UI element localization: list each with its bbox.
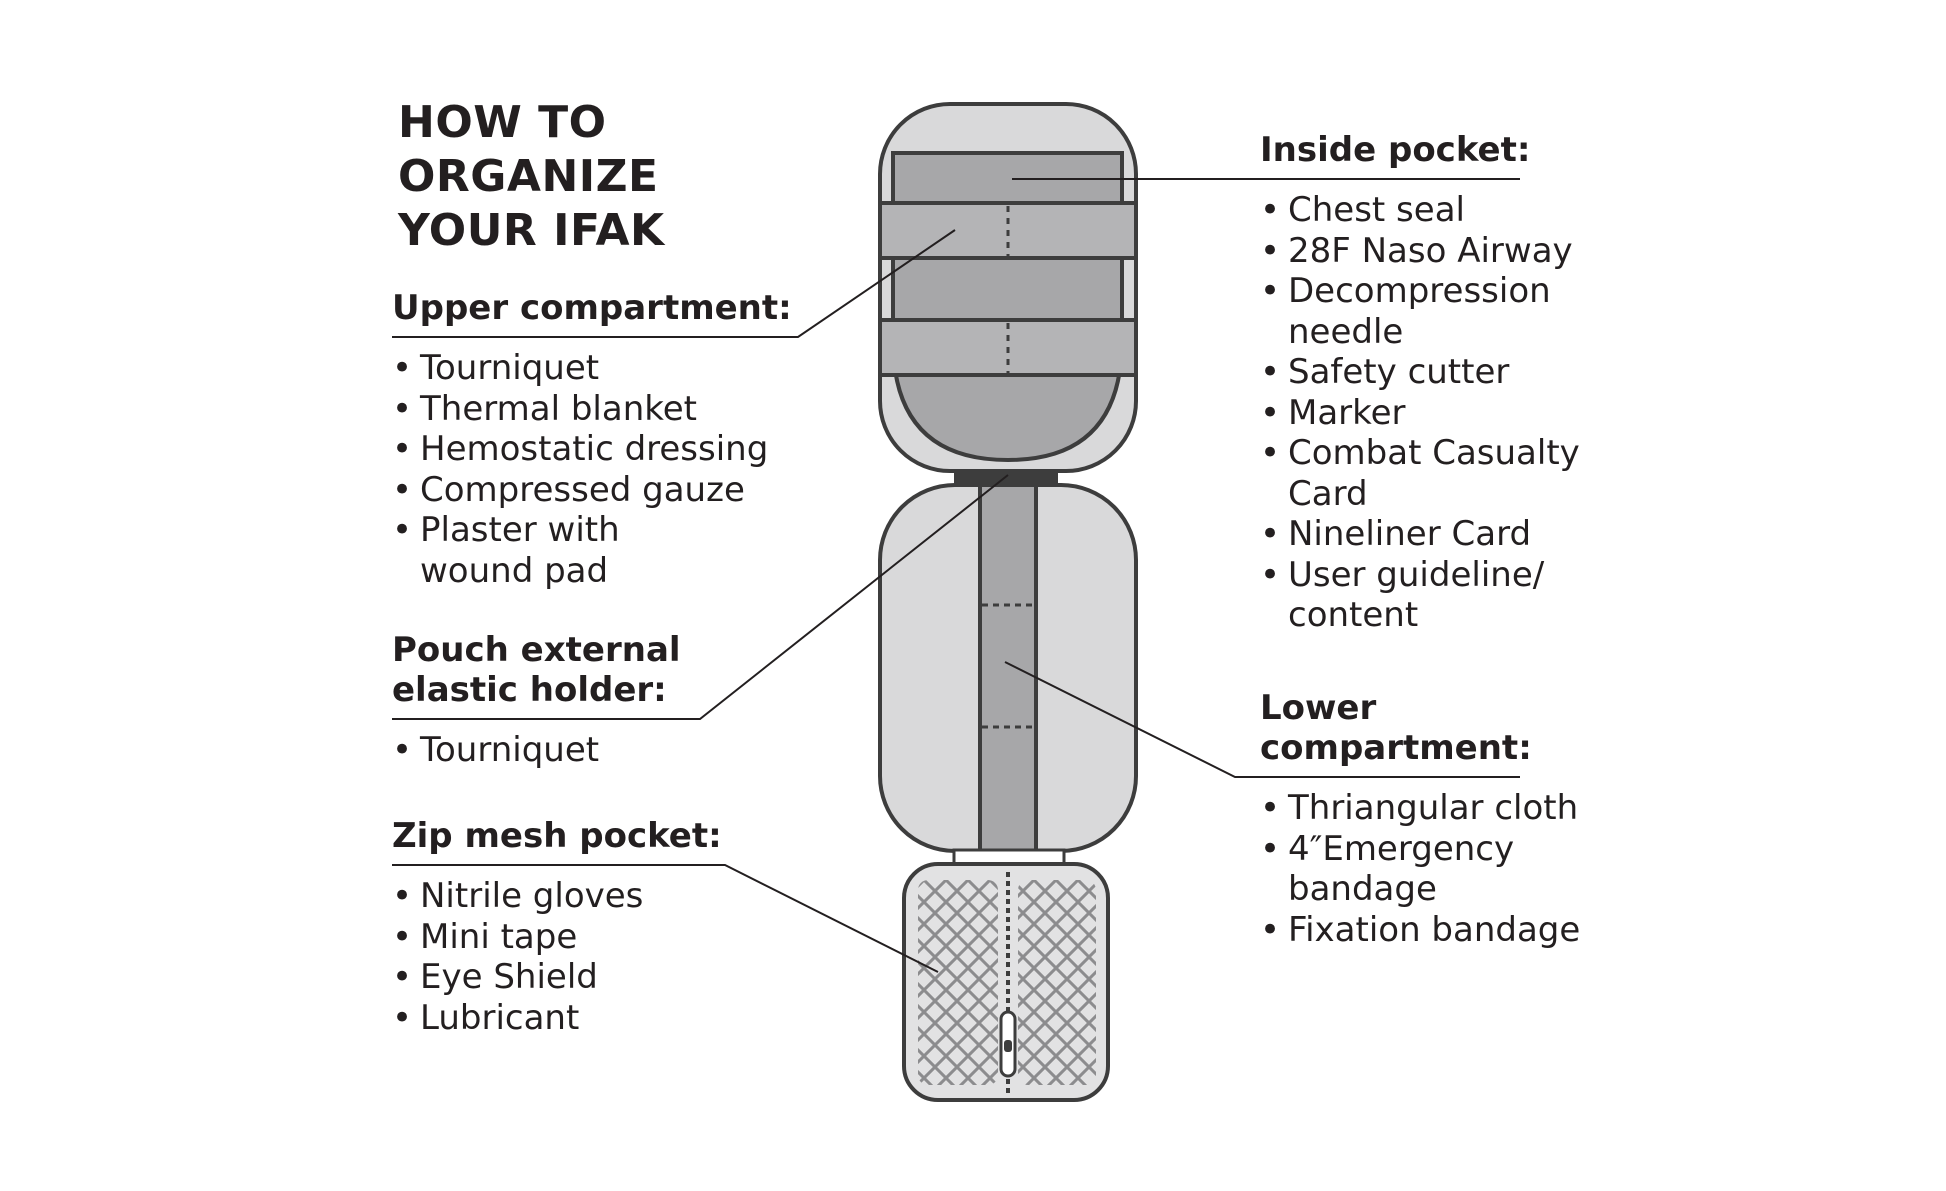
list-item: Hemostatic dressing bbox=[392, 429, 768, 470]
leader-lower bbox=[1004, 661, 1520, 778]
list-item: Tourniquet bbox=[392, 348, 768, 389]
list-item: Marker bbox=[1260, 393, 1580, 434]
page-title: HOW TO ORGANIZE YOUR IFAK bbox=[398, 96, 738, 258]
lower-compartment bbox=[878, 483, 1138, 853]
leader-upper bbox=[392, 229, 956, 338]
external-holder-list: Tourniquet bbox=[392, 730, 599, 771]
leader-external bbox=[392, 474, 1009, 720]
inside-pocket-heading: Inside pocket: bbox=[1260, 130, 1531, 170]
upper-compartment-heading: Upper compartment: bbox=[392, 288, 792, 328]
list-item: 28F Naso Airway bbox=[1260, 231, 1580, 272]
leader-lines bbox=[392, 178, 1520, 973]
zip-mesh-pocket bbox=[902, 862, 1110, 1102]
list-item: Thermal blanket bbox=[392, 389, 768, 430]
list-item: Thriangular cloth bbox=[1260, 788, 1580, 829]
leader-mesh bbox=[392, 864, 939, 973]
list-item: Eye Shield bbox=[392, 957, 643, 998]
list-item: Mini tape bbox=[392, 917, 643, 958]
upper-compartment-list: Tourniquet Thermal blanket Hemostatic dr… bbox=[392, 348, 768, 591]
elastic-holder bbox=[978, 483, 1038, 853]
upper-compartment bbox=[878, 102, 1138, 473]
lower-compartment-heading: Lower compartment: bbox=[1260, 688, 1532, 768]
list-item: Chest seal bbox=[1260, 190, 1580, 231]
list-item: Safety cutter bbox=[1260, 352, 1580, 393]
pouch-connector bbox=[954, 470, 1058, 486]
external-holder-heading: Pouch external elastic holder: bbox=[392, 630, 681, 710]
title-line: YOUR IFAK bbox=[398, 205, 665, 256]
list-item: User guideline/content bbox=[1260, 555, 1580, 636]
list-item: Tourniquet bbox=[392, 730, 599, 771]
title-line: ORGANIZE bbox=[398, 151, 659, 202]
list-item: Fixation bandage bbox=[1260, 910, 1580, 951]
mesh-pocket-list: Nitrile gloves Mini tape Eye Shield Lubr… bbox=[392, 876, 643, 1038]
mesh-pocket-heading: Zip mesh pocket: bbox=[392, 816, 722, 856]
list-item: Nitrile gloves bbox=[392, 876, 643, 917]
title-line: HOW TO bbox=[398, 97, 607, 148]
inside-pocket-list: Chest seal 28F Naso Airway Decompression… bbox=[1260, 190, 1580, 636]
list-item: Lubricant bbox=[392, 998, 643, 1039]
list-item: Compressed gauze bbox=[392, 470, 768, 511]
list-item: Nineliner Card bbox=[1260, 514, 1580, 555]
